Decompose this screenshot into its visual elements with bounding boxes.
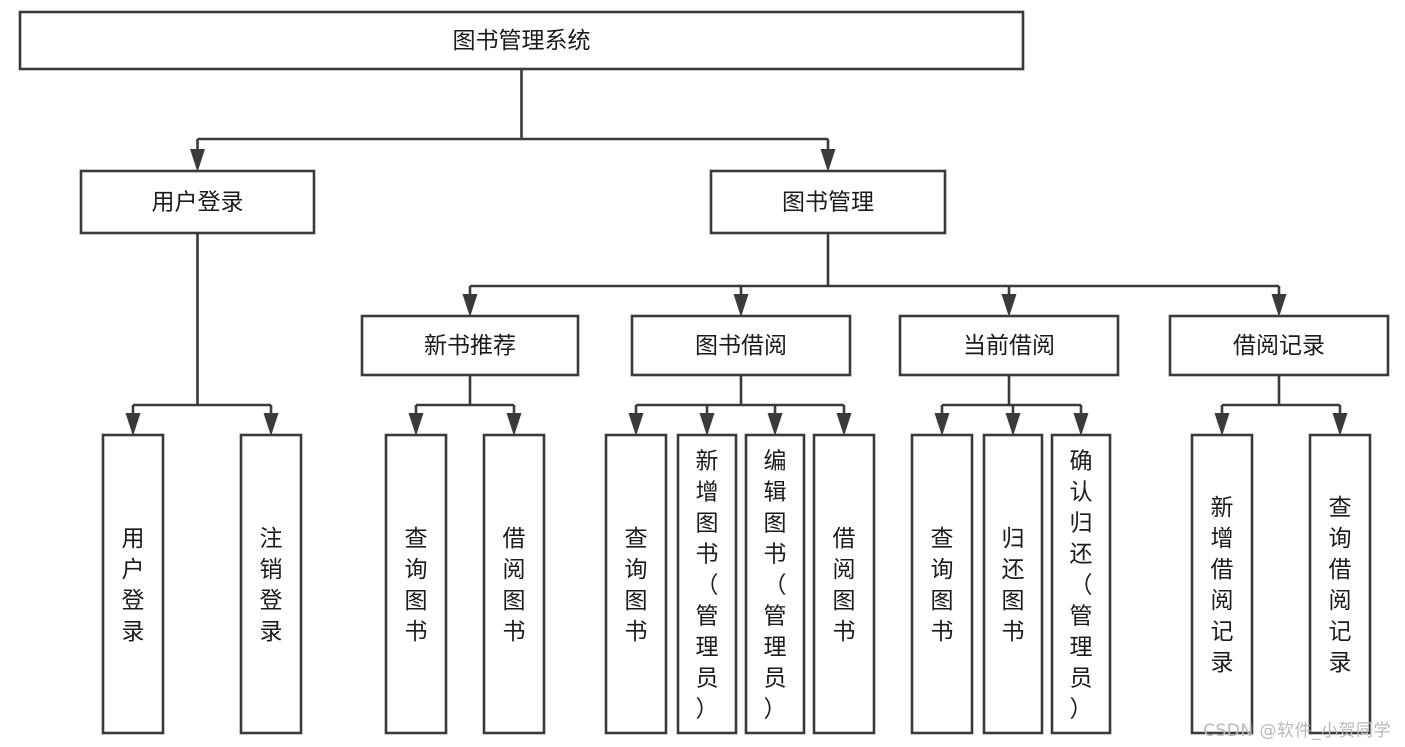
node-new-book-recommend[interactable]: 新书推荐 xyxy=(360,314,580,377)
node-label-leaf-borrow-book-1: 借阅图书 xyxy=(503,526,526,645)
node-box-book-manage[interactable] xyxy=(709,169,947,235)
edges-layer xyxy=(125,69,1348,436)
node-box-leaf-borrow-book-1[interactable] xyxy=(482,433,546,735)
node-box-leaf-borrow-book-2[interactable] xyxy=(812,433,876,735)
node-box-leaf-query-book-3[interactable] xyxy=(910,433,974,735)
node-label-leaf-query-book-2: 查询图书 xyxy=(625,526,648,645)
node-label-leaf-query-record: 查询借阅记录 xyxy=(1329,495,1352,676)
node-book-borrow[interactable]: 图书借阅 xyxy=(630,314,852,377)
node-label-user-login: 用户登录 xyxy=(152,190,244,216)
node-label-root: 图书管理系统 xyxy=(453,28,591,54)
arrowhead-icon xyxy=(462,294,478,317)
node-box-leaf-return-book[interactable] xyxy=(982,433,1044,735)
node-leaf-add-book[interactable]: 新增图书（管理员） xyxy=(676,433,738,735)
node-box-new-book-recommend[interactable] xyxy=(360,314,580,377)
node-leaf-logout[interactable]: 注销登录 xyxy=(239,433,303,735)
nodes-layer: 图书管理系统用户登录图书管理新书推荐图书借阅当前借阅借阅记录用户登录注销登录查询… xyxy=(18,10,1390,735)
node-box-leaf-logout[interactable] xyxy=(239,433,303,735)
watermark-label: CSDN @软件_小贺同学 xyxy=(1203,721,1391,741)
arrowhead-icon xyxy=(1271,294,1287,317)
node-label-leaf-add-book: 新增图书（管理员） xyxy=(696,449,719,723)
node-label-current-borrow: 当前借阅 xyxy=(963,333,1055,359)
arrowhead-icon xyxy=(1332,413,1348,436)
node-leaf-query-book-2[interactable]: 查询图书 xyxy=(604,433,668,735)
node-leaf-query-book-3[interactable]: 查询图书 xyxy=(910,433,974,735)
node-leaf-add-record[interactable]: 新增借阅记录 xyxy=(1190,433,1254,735)
arrowhead-icon xyxy=(820,149,836,172)
arrowhead-icon xyxy=(1005,413,1021,436)
node-label-leaf-add-record: 新增借阅记录 xyxy=(1211,495,1234,676)
node-user-login[interactable]: 用户登录 xyxy=(79,169,316,235)
edge-group-borrow-record xyxy=(1214,375,1348,436)
node-current-borrow[interactable]: 当前借阅 xyxy=(898,314,1120,377)
arrowhead-icon xyxy=(628,413,644,436)
node-borrow-record[interactable]: 借阅记录 xyxy=(1168,314,1390,377)
node-label-leaf-borrow-book-2: 借阅图书 xyxy=(833,526,856,645)
node-box-current-borrow[interactable] xyxy=(898,314,1120,377)
node-box-leaf-query-book-1[interactable] xyxy=(384,433,448,735)
node-label-leaf-query-book-1: 查询图书 xyxy=(405,526,428,645)
node-box-leaf-user-login[interactable] xyxy=(101,433,165,735)
arrowhead-icon xyxy=(1073,413,1089,436)
arrowhead-icon xyxy=(699,413,715,436)
arrowhead-icon xyxy=(125,413,141,436)
node-box-leaf-query-record[interactable] xyxy=(1308,433,1372,735)
node-leaf-confirm-return[interactable]: 确认归还（管理员） xyxy=(1050,433,1112,735)
node-leaf-borrow-book-1[interactable]: 借阅图书 xyxy=(482,433,546,735)
node-box-leaf-query-book-2[interactable] xyxy=(604,433,668,735)
arrowhead-icon xyxy=(263,413,279,436)
node-label-leaf-logout: 注销登录 xyxy=(260,526,283,645)
node-box-leaf-confirm-return[interactable] xyxy=(1050,433,1112,735)
arrowhead-icon xyxy=(767,413,783,436)
edge-group-new-book-recommend xyxy=(408,375,522,436)
node-box-book-borrow[interactable] xyxy=(630,314,852,377)
node-box-user-login[interactable] xyxy=(79,169,316,235)
node-box-borrow-record[interactable] xyxy=(1168,314,1390,377)
node-leaf-edit-book[interactable]: 编辑图书（管理员） xyxy=(744,433,806,735)
node-book-manage[interactable]: 图书管理 xyxy=(709,169,947,235)
arrowhead-icon xyxy=(506,413,522,436)
arrowhead-icon xyxy=(190,149,205,172)
node-label-borrow-record: 借阅记录 xyxy=(1233,333,1325,359)
node-label-new-book-recommend: 新书推荐 xyxy=(424,333,516,359)
node-label-book-borrow: 图书借阅 xyxy=(695,333,787,359)
arrowhead-icon xyxy=(408,413,424,436)
node-label-leaf-edit-book: 编辑图书（管理员） xyxy=(764,449,787,723)
node-label-leaf-user-login: 用户登录 xyxy=(122,526,145,645)
node-root[interactable]: 图书管理系统 xyxy=(18,10,1025,71)
node-leaf-query-book-1[interactable]: 查询图书 xyxy=(384,433,448,735)
edge-group-book-manage xyxy=(462,233,1287,317)
node-box-root[interactable] xyxy=(18,10,1025,71)
node-box-leaf-add-book[interactable] xyxy=(676,433,738,735)
arrowhead-icon xyxy=(733,294,749,317)
node-leaf-borrow-book-2[interactable]: 借阅图书 xyxy=(812,433,876,735)
arrowhead-icon xyxy=(934,413,950,436)
arrowhead-icon xyxy=(1001,294,1017,317)
node-label-leaf-return-book: 归还图书 xyxy=(1002,526,1025,645)
edge-group-user-login xyxy=(125,233,279,436)
node-label-leaf-query-book-3: 查询图书 xyxy=(931,526,954,645)
node-box-leaf-edit-book[interactable] xyxy=(744,433,806,735)
node-label-leaf-confirm-return: 确认归还（管理员） xyxy=(1070,449,1093,723)
edge-group-current-borrow xyxy=(934,375,1089,436)
node-leaf-query-record[interactable]: 查询借阅记录 xyxy=(1308,433,1372,735)
edge-group-root xyxy=(190,69,836,172)
arrowhead-icon xyxy=(1214,413,1230,436)
arrowhead-icon xyxy=(836,413,852,436)
node-leaf-return-book[interactable]: 归还图书 xyxy=(982,433,1044,735)
node-box-leaf-add-record[interactable] xyxy=(1190,433,1254,735)
edge-group-book-borrow xyxy=(628,375,852,436)
node-leaf-user-login[interactable]: 用户登录 xyxy=(101,433,165,735)
node-label-book-manage: 图书管理 xyxy=(782,190,874,216)
